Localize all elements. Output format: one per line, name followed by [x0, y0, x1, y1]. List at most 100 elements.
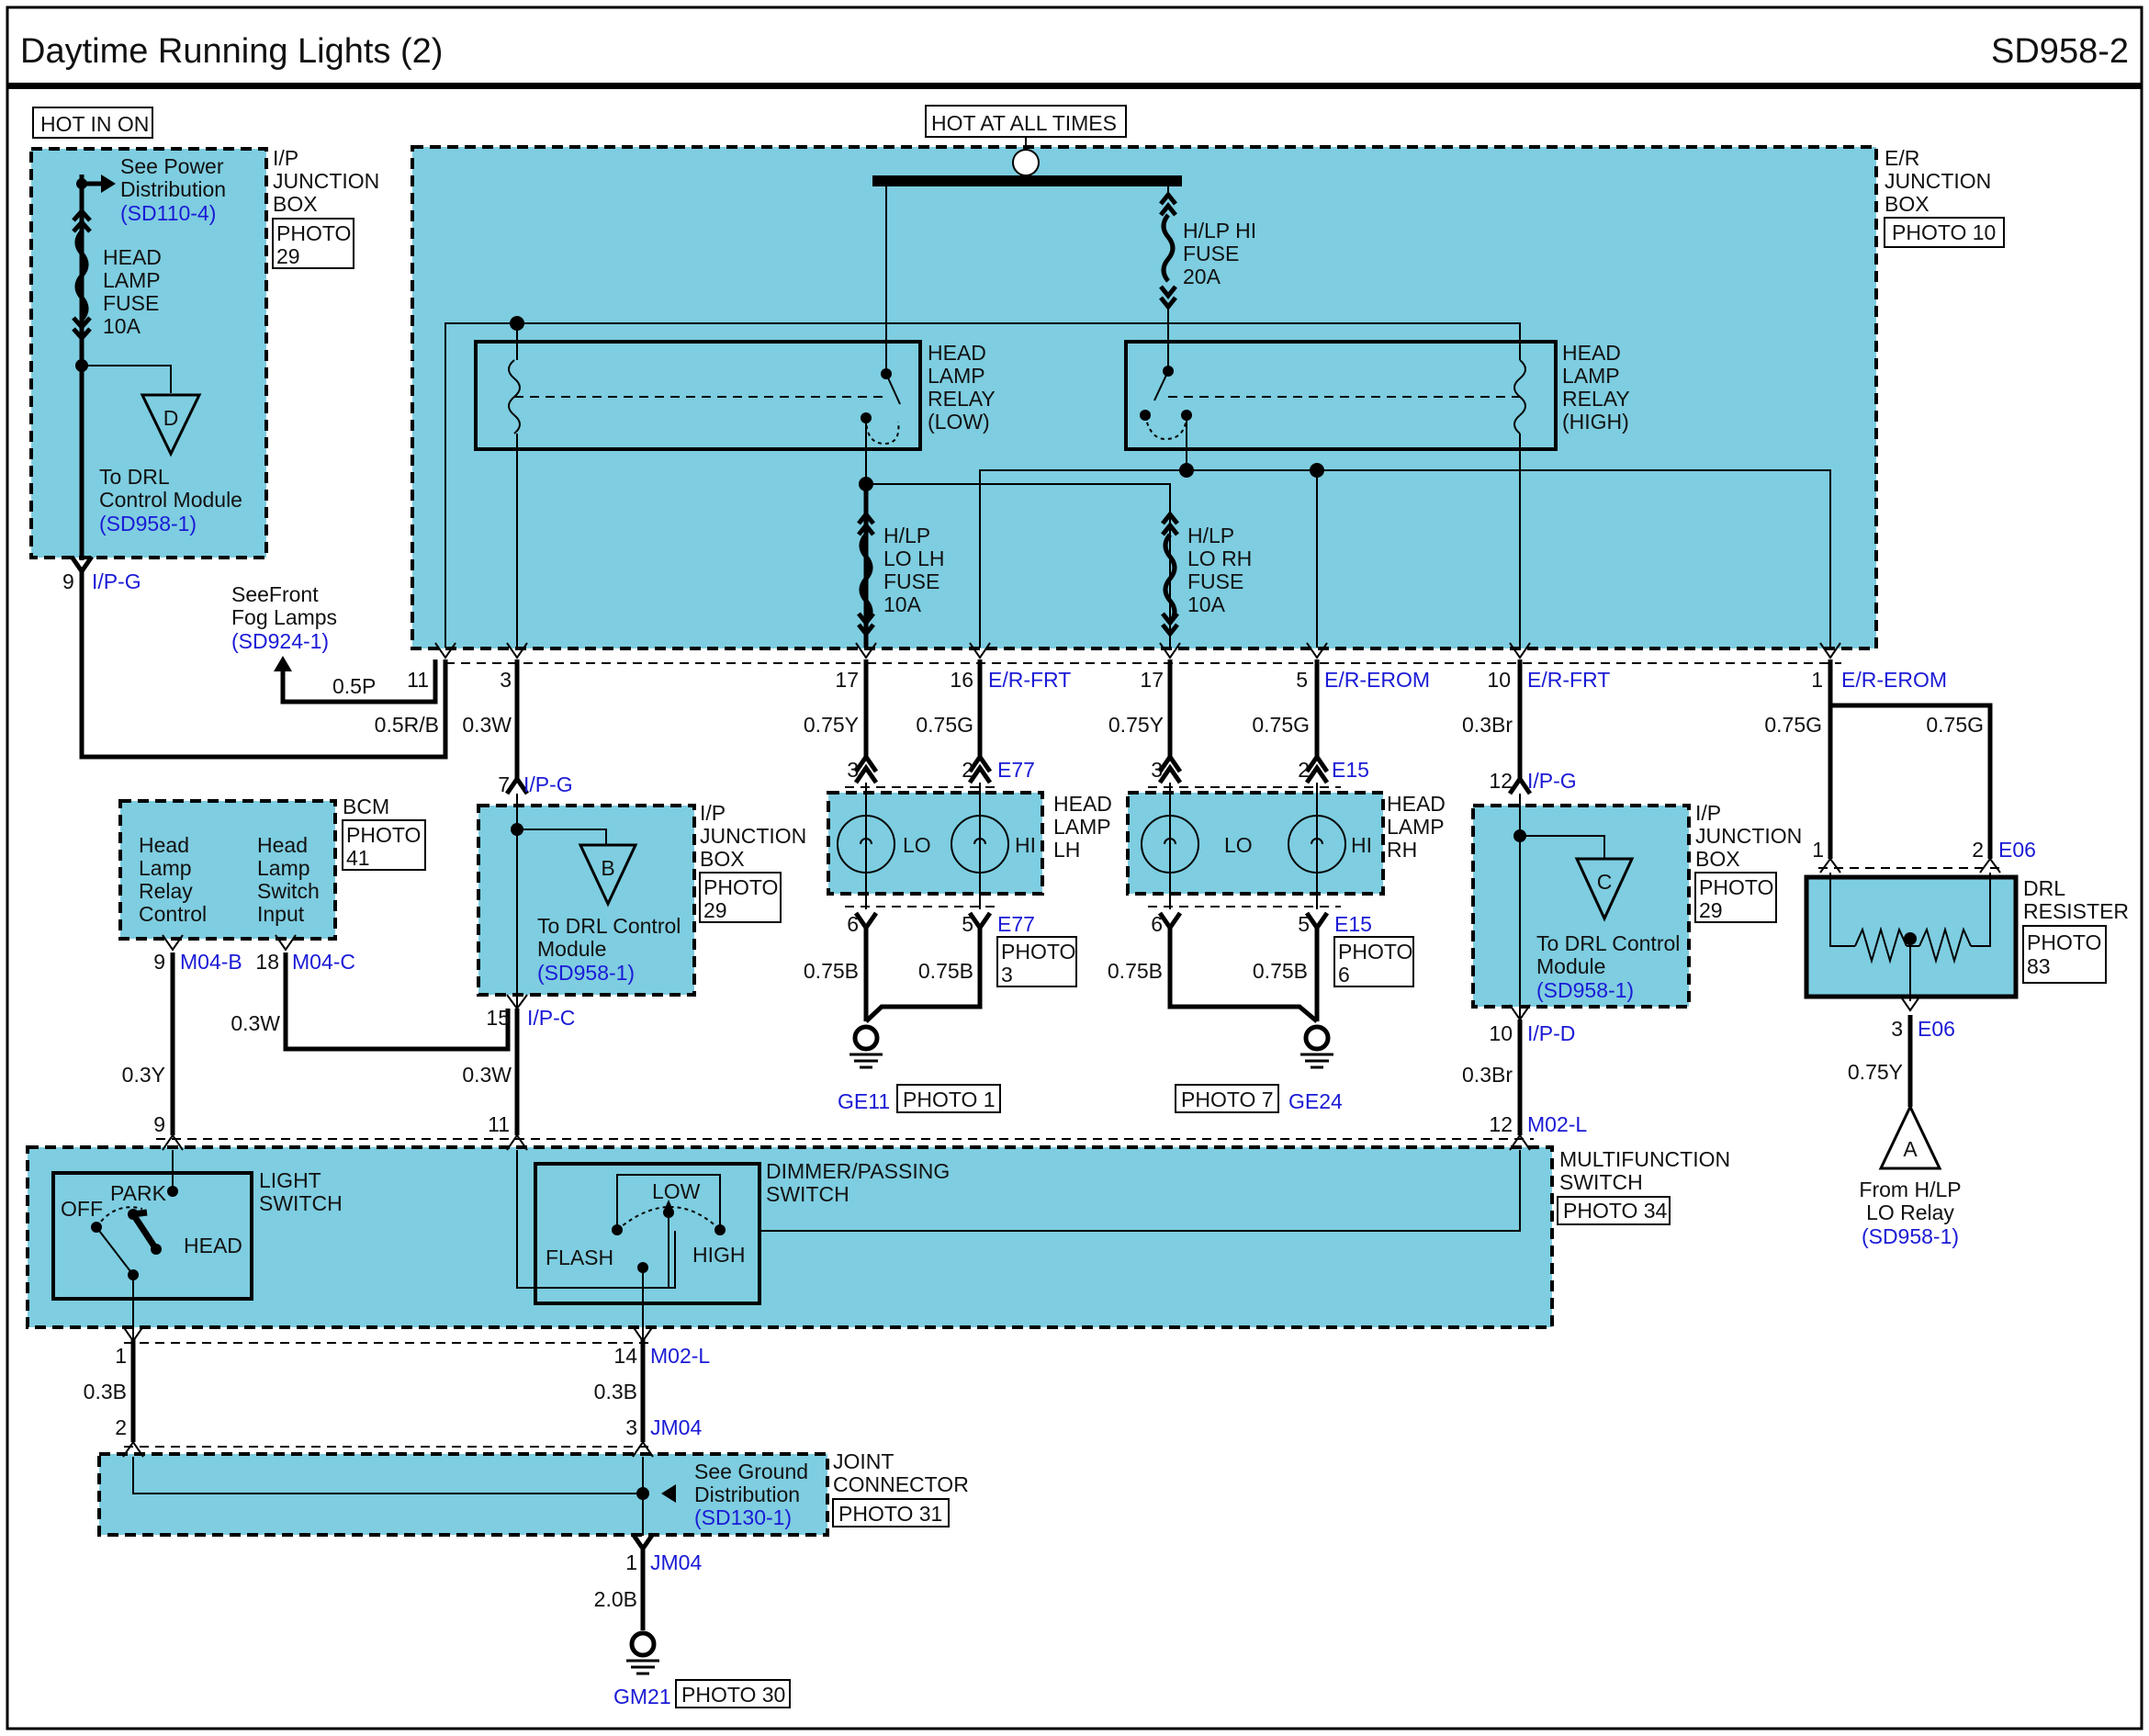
svg-text:CONNECTOR: CONNECTOR	[833, 1472, 969, 1496]
svg-text:JUNCTION: JUNCTION	[1695, 824, 1802, 848]
svg-text:PHOTO 34: PHOTO 34	[1563, 1199, 1668, 1223]
svg-text:16: 16	[950, 668, 973, 692]
svg-text:HIGH: HIGH	[692, 1243, 746, 1267]
svg-text:HEAD: HEAD	[1387, 792, 1446, 816]
svg-text:10A: 10A	[1187, 592, 1226, 616]
svg-text:Module: Module	[1536, 954, 1605, 978]
svg-text:0.75B: 0.75B	[1253, 959, 1308, 983]
bus-connector	[1012, 149, 1040, 176]
svg-text:PHOTO: PHOTO	[1699, 875, 1773, 899]
svg-text:DIMMER/PASSING: DIMMER/PASSING	[766, 1159, 950, 1183]
svg-text:RELAY: RELAY	[1562, 387, 1630, 411]
svg-text:BOX: BOX	[1695, 847, 1740, 871]
svg-text:LO Relay: LO Relay	[1866, 1201, 1954, 1224]
svg-text:PHOTO: PHOTO	[276, 221, 351, 245]
fog-ref-link[interactable]: (SD924-1)	[231, 629, 329, 653]
right-ip-jb-contents: C	[1509, 794, 1635, 1021]
svg-text:Control Module: Control Module	[99, 488, 242, 512]
from-relay-ref-link[interactable]: (SD958-1)	[1862, 1224, 1959, 1248]
dimmer-passing-switch	[516, 1150, 1521, 1339]
svg-text:3: 3	[625, 1415, 637, 1439]
page-code: SD958-2	[1991, 32, 2129, 71]
svg-text:PHOTO 7: PHOTO 7	[1181, 1088, 1274, 1111]
svg-text:E06: E06	[1998, 838, 2036, 862]
svg-text:Distribution: Distribution	[120, 177, 226, 201]
svg-text:0.3W: 0.3W	[462, 713, 512, 737]
svg-text:3: 3	[1891, 1017, 1903, 1041]
svg-text:(HIGH): (HIGH)	[1562, 410, 1629, 434]
svg-text:9: 9	[153, 1112, 165, 1136]
svg-text:SeeFront: SeeFront	[231, 582, 319, 606]
svg-text:0.3B: 0.3B	[594, 1380, 637, 1403]
svg-text:Distribution: Distribution	[694, 1482, 800, 1506]
svg-text:E06: E06	[1918, 1017, 1955, 1041]
svg-text:A: A	[1903, 1137, 1918, 1161]
svg-text:3: 3	[847, 758, 859, 782]
svg-text:BOX: BOX	[273, 192, 318, 216]
see-ref-link[interactable]: (SD110-4)	[120, 201, 216, 225]
svg-text:JM04: JM04	[650, 1550, 702, 1574]
svg-text:RELAY: RELAY	[928, 387, 996, 411]
svg-text:GM21: GM21	[613, 1685, 671, 1708]
svg-text:D: D	[163, 406, 179, 430]
svg-text:Lamp: Lamp	[139, 856, 192, 880]
svg-text:GE24: GE24	[1288, 1089, 1343, 1113]
svg-text:5: 5	[962, 912, 973, 936]
ip-junction-box-right	[1471, 804, 1691, 1009]
diagram-title: Daytime Running Lights (2)	[20, 32, 443, 71]
svg-text:Lamp: Lamp	[257, 856, 310, 880]
svg-text:0.5R/B: 0.5R/B	[375, 713, 439, 737]
svg-text:7: 7	[498, 772, 510, 796]
svg-text:E/R-FRT: E/R-FRT	[1527, 668, 1610, 692]
head-lamp-lh-box	[827, 791, 1044, 896]
svg-text:17: 17	[1140, 668, 1164, 692]
svg-text:M04-B: M04-B	[180, 950, 242, 974]
svg-text:10: 10	[1487, 668, 1511, 692]
ground-ref-link[interactable]: (SD130-1)	[694, 1505, 792, 1529]
multifunction-top-connectors	[156, 1133, 1534, 1151]
hot-at-all-times-label: HOT AT ALL TIMES	[931, 111, 1117, 135]
svg-text:JUNCTION: JUNCTION	[273, 169, 379, 193]
svg-text:I/P-D: I/P-D	[1527, 1021, 1575, 1045]
svg-text:H/LP HI: H/LP HI	[1183, 219, 1256, 242]
svg-text:Relay: Relay	[139, 879, 193, 903]
svg-text:2: 2	[115, 1415, 127, 1439]
svg-text:M04-C: M04-C	[292, 950, 355, 974]
to-drl-ref-link-b[interactable]: (SD958-1)	[537, 961, 635, 985]
to-drl-ref-link-d[interactable]: (SD958-1)	[99, 512, 197, 535]
svg-text:6: 6	[847, 912, 859, 936]
svg-text:E15: E15	[1332, 758, 1369, 782]
svg-text:I/P-G: I/P-G	[92, 569, 141, 593]
svg-text:1: 1	[625, 1550, 637, 1574]
svg-text:LO: LO	[903, 833, 931, 857]
to-drl-ref-link-c[interactable]: (SD958-1)	[1536, 978, 1634, 1002]
svg-text:Module: Module	[537, 937, 606, 961]
svg-text:0.75G: 0.75G	[1252, 713, 1310, 737]
svg-text:E/R: E/R	[1885, 146, 1919, 170]
svg-text:JUNCTION: JUNCTION	[1885, 169, 1991, 193]
svg-text:I/P: I/P	[273, 146, 298, 170]
head-lamp-lh	[837, 752, 1009, 1069]
svg-text:PHOTO 30: PHOTO 30	[681, 1683, 785, 1707]
svg-text:BOX: BOX	[1885, 192, 1930, 216]
svg-text:PHOTO 10: PHOTO 10	[1892, 220, 1996, 244]
svg-text:3: 3	[1151, 758, 1163, 782]
header-rule	[7, 83, 2142, 89]
svg-text:To DRL: To DRL	[99, 465, 170, 489]
er-jb-wiring	[434, 186, 1841, 664]
svg-text:1: 1	[1812, 838, 1824, 862]
svg-text:HEAD: HEAD	[928, 341, 986, 365]
svg-text:BCM: BCM	[343, 795, 389, 818]
svg-text:HEAD: HEAD	[1053, 792, 1112, 816]
svg-text:29: 29	[1699, 898, 1723, 922]
svg-text:2: 2	[1298, 758, 1310, 782]
svg-text:HI: HI	[1351, 833, 1372, 857]
svg-text:83: 83	[2027, 954, 2051, 978]
svg-text:H/LP: H/LP	[1187, 524, 1234, 547]
joint-connector	[122, 1440, 676, 1675]
svg-text:6: 6	[1151, 912, 1163, 936]
svg-text:10A: 10A	[103, 314, 141, 338]
svg-text:0.3W: 0.3W	[462, 1063, 512, 1087]
